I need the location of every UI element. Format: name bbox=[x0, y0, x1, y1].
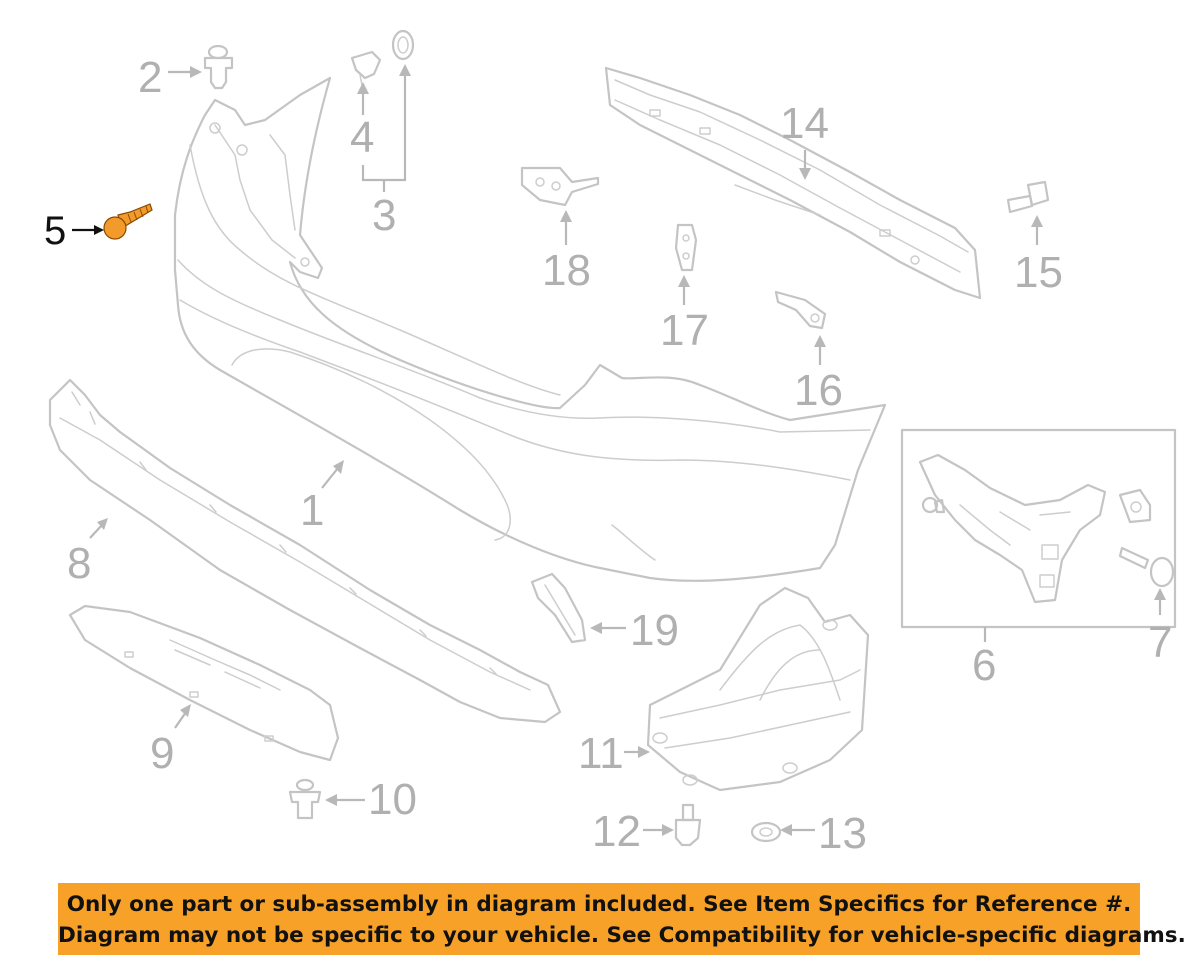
callout-9: 9 bbox=[150, 729, 174, 778]
push-clip-part-2 bbox=[203, 44, 234, 90]
bracket-part-17 bbox=[674, 223, 698, 272]
bolt-part-15 bbox=[1006, 180, 1050, 214]
callout-3: 3 bbox=[372, 191, 396, 240]
bumper-cover-part-1 bbox=[173, 76, 887, 582]
disclaimer-line-1: Only one part or sub-assembly in diagram… bbox=[66, 892, 1132, 917]
callout-18: 18 bbox=[542, 246, 591, 295]
nut-part-13 bbox=[750, 821, 782, 843]
bolt-part-7 bbox=[1118, 546, 1175, 588]
callout-4: 4 bbox=[350, 113, 374, 162]
clip-part-12 bbox=[674, 803, 702, 847]
callout-7: 7 bbox=[1148, 618, 1172, 667]
callout-17: 17 bbox=[660, 306, 709, 355]
valance-part-8 bbox=[48, 378, 562, 724]
disclaimer-banner: Only one part or sub-assembly in diagram… bbox=[58, 883, 1186, 955]
undertray-part-11 bbox=[646, 586, 870, 792]
grommet-part-4 bbox=[350, 50, 382, 86]
callout-10: 10 bbox=[368, 775, 417, 824]
bracket-part-16 bbox=[774, 290, 827, 330]
callout-15: 15 bbox=[1014, 248, 1063, 297]
callout-12: 12 bbox=[592, 807, 641, 856]
screw-part-5 bbox=[103, 203, 153, 240]
bracket-part-18 bbox=[520, 166, 600, 207]
callout-5: 5 bbox=[44, 209, 66, 253]
callout-14: 14 bbox=[780, 99, 829, 148]
reinforcement-beam-part-14 bbox=[604, 66, 982, 300]
under-panel-part-9 bbox=[68, 604, 340, 762]
callout-6: 6 bbox=[972, 641, 996, 690]
reflector-part-19 bbox=[530, 572, 587, 644]
parts-diagram: 2 4 3 5 14 15 18 17 16 1 8 6 7 19 bbox=[44, 29, 1177, 858]
callout-13: 13 bbox=[818, 809, 867, 858]
callout-1: 1 bbox=[300, 486, 324, 535]
side-bracket-part-6 bbox=[900, 428, 1177, 629]
disclaimer-line-2: Diagram may not be specific to your vehi… bbox=[58, 923, 1186, 948]
callout-16: 16 bbox=[794, 366, 843, 415]
push-clip-part-10 bbox=[288, 778, 322, 820]
callout-8: 8 bbox=[67, 539, 91, 588]
callout-2: 2 bbox=[138, 53, 162, 102]
callout-19: 19 bbox=[630, 606, 679, 655]
washer-part-3 bbox=[391, 29, 415, 61]
callout-11: 11 bbox=[578, 729, 624, 778]
